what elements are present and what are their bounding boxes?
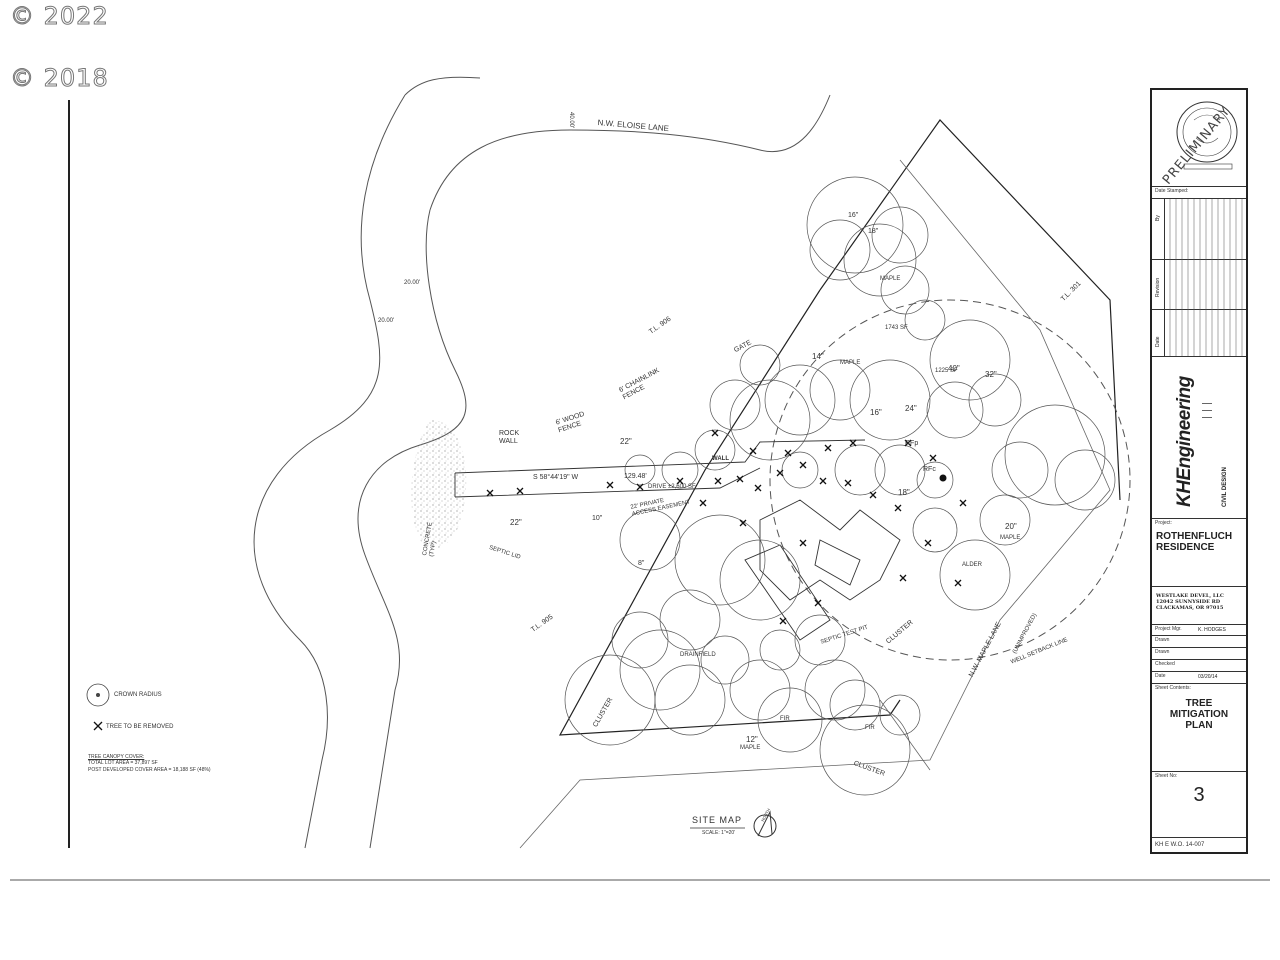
site-map-scale: SCALE: 1"=20'	[702, 830, 736, 836]
title-block: PRELIMINARY Date Stamped: By Revision Da…	[1150, 88, 1248, 854]
lot-boundary	[558, 119, 1121, 736]
dimension-label-b: 20.00'	[378, 318, 395, 324]
tree-size-label: 14"	[812, 352, 824, 361]
drawn-label-2: Drawn	[1155, 649, 1170, 655]
date-stamped-label: Date Stamped:	[1155, 188, 1189, 194]
site-map-title: SITE MAP	[692, 815, 743, 825]
by-label: By	[1155, 215, 1161, 221]
project-name: ROTHENFLUCH RESIDENCE	[1156, 531, 1233, 553]
revision-row-line	[1152, 259, 1246, 260]
rfc-label: RFc	[923, 466, 936, 473]
legend-tree-removed: TREE TO BE REMOVED	[106, 724, 174, 730]
project-mgr-row: Project Mgr. K. HODGES	[1152, 624, 1246, 635]
checked-label: Checked	[1155, 661, 1175, 667]
drawn-row-2: Drawn	[1152, 647, 1246, 659]
firm-brand: KHEngineering	[1174, 376, 1195, 507]
engineer-seal-icon	[1176, 101, 1238, 170]
tree-size-label: 20"	[1005, 522, 1017, 531]
drainfield-label: DRAINFIELD	[680, 652, 716, 658]
revision-divider	[1164, 199, 1165, 356]
tree-size-label: 22"	[510, 518, 522, 527]
date-column-label: Date	[1155, 336, 1161, 347]
sheet-number-row: Sheet No: 3	[1152, 771, 1246, 837]
legend-crown-radius: CROWN RADIUS	[114, 692, 162, 698]
rock-wall-label: ROCK WALL	[499, 430, 520, 445]
sheet-no-label: Sheet No:	[1155, 773, 1178, 779]
species-label-fir-1: FIR	[865, 725, 875, 731]
project-row: Project: ROTHENFLUCH RESIDENCE	[1152, 518, 1246, 586]
total-lot-area: TOTAL LOT AREA = 37,897 SF	[88, 760, 158, 766]
stamp-area: PRELIMINARY	[1152, 90, 1246, 188]
rfp-label: RFp	[905, 440, 919, 447]
revision-table: By Revision Date	[1152, 198, 1246, 357]
revision-row-line	[1152, 309, 1246, 310]
revision-grid	[1169, 199, 1243, 357]
revision-label: Revision	[1155, 277, 1161, 297]
tree-crowns	[564, 176, 1116, 796]
area-label-1: 1743 SF	[885, 325, 908, 331]
date-stamped-row: Date Stamped:	[1152, 186, 1246, 198]
species-label-alder: ALDER	[962, 562, 983, 568]
work-order: KH E W.O. 14-007	[1155, 842, 1205, 848]
well-marker	[939, 474, 947, 482]
species-label-maple-3: MAPLE	[1000, 535, 1021, 541]
area-label-2: 1225 SF	[935, 368, 958, 374]
project-mgr-label: Project Mgr.	[1155, 626, 1182, 632]
street-width-dimension: 40.00'	[568, 112, 574, 129]
driveway-area-label: DRIVE ±2,600 SF	[648, 484, 696, 490]
gravel-area	[411, 420, 467, 548]
client-row: WESTLAKE DEVEL, LLC 12042 SUNNYSIDE RD C…	[1152, 586, 1246, 624]
tree-size-label: 16"	[870, 408, 882, 417]
tree-size-label: 32"	[985, 370, 997, 379]
bearing-label: S 58°44'19" W	[533, 474, 579, 481]
tree-size-label: 24"	[905, 404, 917, 413]
canopy-cover-title: TREE CANOPY COVER:	[88, 754, 145, 760]
tree-size-label: 16"	[848, 212, 859, 219]
checked-row: Checked	[1152, 659, 1246, 671]
legend-symbols	[86, 683, 110, 731]
work-order-row: KH E W.O. 14-007	[1152, 837, 1246, 854]
sheet-number: 3	[1193, 784, 1205, 806]
tree-size-label: 12"	[746, 735, 758, 744]
tree-size-label: 8"	[638, 560, 645, 567]
tree-size-label: 40"	[948, 364, 960, 373]
north-arrow	[753, 810, 777, 838]
copyright-watermark-2022: © 2022	[10, 2, 109, 31]
copyright-watermark-2018: © 2018	[10, 64, 109, 93]
removed-tree-markers	[486, 429, 967, 625]
tree-size-label: 18"	[898, 488, 910, 497]
sheet-title: TREE MITIGATION PLAN	[1169, 698, 1229, 731]
distance-label: 129.48'	[624, 473, 647, 480]
date-label: Date	[1155, 673, 1166, 679]
firm-subtitle: CIVIL DESIGN	[1222, 467, 1228, 507]
species-label-maple-4: MAPLE	[740, 745, 761, 751]
post-developed-cover: POST DEVELOPED COVER AREA = 18,188 SF (4…	[88, 767, 211, 773]
firm-address-lines	[1202, 397, 1212, 487]
sheet-contents-label: Sheet Contents:	[1155, 685, 1191, 691]
firm-logo-block: KHEngineering CIVIL DESIGN	[1152, 356, 1246, 518]
tree-size-label: 22"	[620, 437, 632, 446]
sheet-contents-row: Sheet Contents: TREE MITIGATION PLAN	[1152, 683, 1246, 771]
tree-size-label: 10"	[592, 515, 603, 522]
well-setback-circle	[769, 299, 1131, 661]
date-value: 03/20/14	[1198, 674, 1218, 680]
species-label-maple-2: MAPLE	[840, 360, 861, 366]
species-label-fir-2: FIR	[780, 716, 790, 722]
tree-size-label: 18"	[868, 228, 879, 235]
dimension-label-a: 20.00'	[404, 280, 421, 286]
drawn-label: Drawn	[1155, 637, 1170, 643]
project-mgr-value: K. HODGES	[1198, 627, 1226, 633]
project-label: Project:	[1155, 520, 1172, 526]
client-address: WESTLAKE DEVEL, LLC 12042 SUNNYSIDE RD C…	[1156, 593, 1224, 611]
road-eloise-lane	[253, 76, 831, 849]
species-label-maple-1: MAPLE	[880, 276, 901, 282]
date-row: Date 03/20/14	[1152, 671, 1246, 683]
drawn-row: Drawn	[1152, 635, 1246, 647]
wall-label: WALL	[712, 456, 729, 462]
